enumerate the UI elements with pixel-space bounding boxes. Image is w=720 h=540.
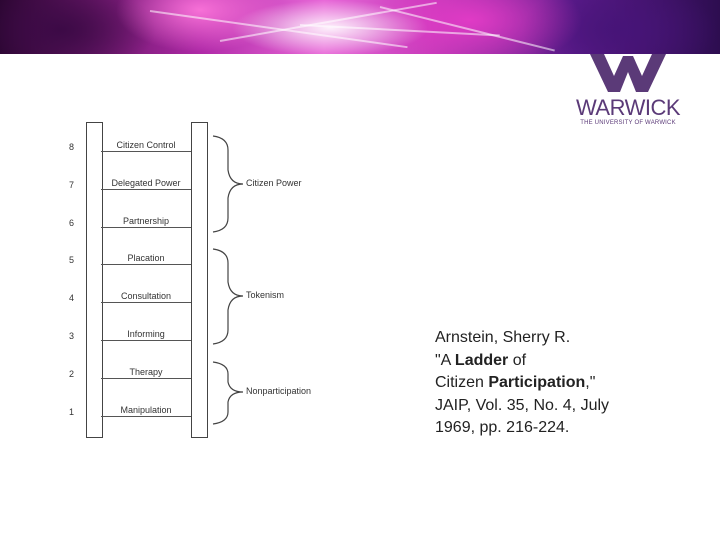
citation-pages: 1969, pp. 216-224. [435, 419, 570, 437]
citation-text: Arnstein, Sherry R. "A Ladder of Citizen… [435, 327, 705, 440]
group-label: Tokenism [246, 290, 285, 300]
rung-label: Consultation [120, 291, 172, 301]
logo-wordmark: WARWICK [575, 95, 681, 120]
bracket-tokenism [212, 248, 244, 345]
ladder-rung [101, 340, 191, 341]
warwick-logo: WARWICK THE UNIVERSITY OF WARWICK [572, 54, 684, 130]
rung-number: 7 [69, 180, 75, 190]
bracket-citizen-power [212, 135, 244, 233]
warwick-w-icon [590, 54, 666, 92]
rung-label: Placation [127, 253, 165, 263]
rung-label: Informing [127, 329, 165, 339]
ladder-rung [101, 416, 191, 417]
ladder-right-rail [191, 122, 208, 438]
logo-subtitle: THE UNIVERSITY OF WARWICK [580, 120, 676, 126]
header-banner [0, 0, 720, 54]
ladder-rung [101, 378, 191, 379]
rung-number: 2 [69, 369, 75, 379]
ladder-rung [101, 151, 191, 152]
bracket-nonparticipation [212, 361, 244, 425]
rung-label: Manipulation [120, 405, 172, 415]
rung-number: 3 [69, 331, 75, 341]
rung-number: 5 [69, 255, 75, 265]
group-label: Nonparticipation [246, 386, 312, 396]
ladder-rung [101, 189, 191, 190]
rung-label: Therapy [129, 367, 163, 377]
rung-label: Citizen Control [116, 140, 176, 150]
ladder-rung [101, 264, 191, 265]
citation-journal: JAIP, Vol. 35, No. 4, July [435, 396, 610, 414]
citation-title-line2: Citizen Participation," [435, 374, 596, 392]
rung-label: Partnership [122, 216, 170, 226]
ladder-rung [101, 227, 191, 228]
citation-author: Arnstein, Sherry R. [435, 329, 571, 346]
citation-title-line1: "A Ladder of [435, 351, 527, 369]
rung-label: Delegated Power [111, 178, 181, 188]
rung-number: 1 [69, 407, 75, 417]
rung-number: 6 [69, 218, 75, 228]
rung-number: 8 [69, 142, 75, 152]
ladder-left-rail [86, 122, 103, 438]
ladder-rung [101, 302, 191, 303]
group-label: Citizen Power [246, 178, 302, 188]
rung-number: 4 [69, 293, 75, 303]
